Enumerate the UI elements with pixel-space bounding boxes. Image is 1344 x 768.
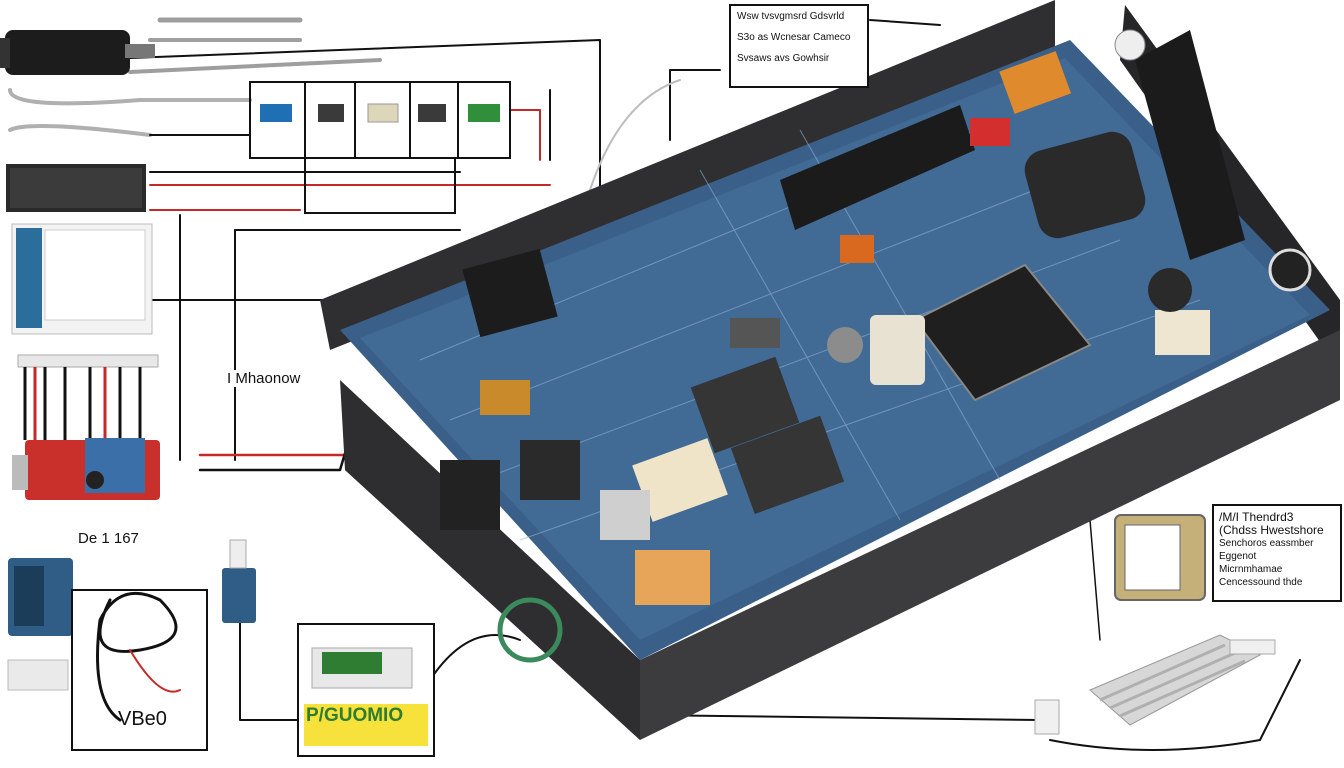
right-note-line: Senchoros eassmber bbox=[1219, 538, 1314, 549]
right-note-line: Cencessound thde bbox=[1219, 577, 1303, 588]
top-note-line: S3o as Wcnesar Cameco bbox=[737, 32, 851, 43]
relay-grid bbox=[249, 81, 511, 214]
bottom-label: VBe0 bbox=[118, 708, 167, 730]
right-note-line: (Chdss Hwestshore bbox=[1219, 523, 1324, 537]
right-components bbox=[1034, 514, 1276, 735]
left-label: I Mhaonow bbox=[225, 370, 303, 387]
led-matrix bbox=[6, 164, 146, 212]
top-note-line: Wsw tvsvgmsrd Gdsvrld bbox=[737, 11, 845, 22]
right-note-box: /M/I Thendrd3 (Chdss Hwestshore Senchoro… bbox=[1212, 504, 1342, 602]
motor-driver-module bbox=[12, 354, 160, 500]
top-note-box: Wsw tvsvgmsrd Gdsvrld S3o as Wcnesar Cam… bbox=[729, 4, 869, 88]
enclosure bbox=[320, 0, 1340, 740]
module-label: De 1 167 bbox=[78, 530, 139, 547]
bottom-left-modules bbox=[7, 539, 256, 751]
schematic-wires bbox=[8, 17, 1301, 751]
right-note-line: /M/I Thendrd3 bbox=[1219, 510, 1294, 524]
green-sign-label: P/GUOMIO bbox=[306, 705, 404, 726]
right-note-line: Micrnmhamae bbox=[1219, 564, 1283, 575]
sign-board bbox=[297, 623, 435, 757]
top-note-line: Svsaws avs Gowhsir bbox=[737, 53, 830, 64]
right-note-line: Eggenot bbox=[1219, 551, 1257, 562]
dc-motor bbox=[0, 30, 155, 75]
display-board bbox=[11, 223, 153, 335]
